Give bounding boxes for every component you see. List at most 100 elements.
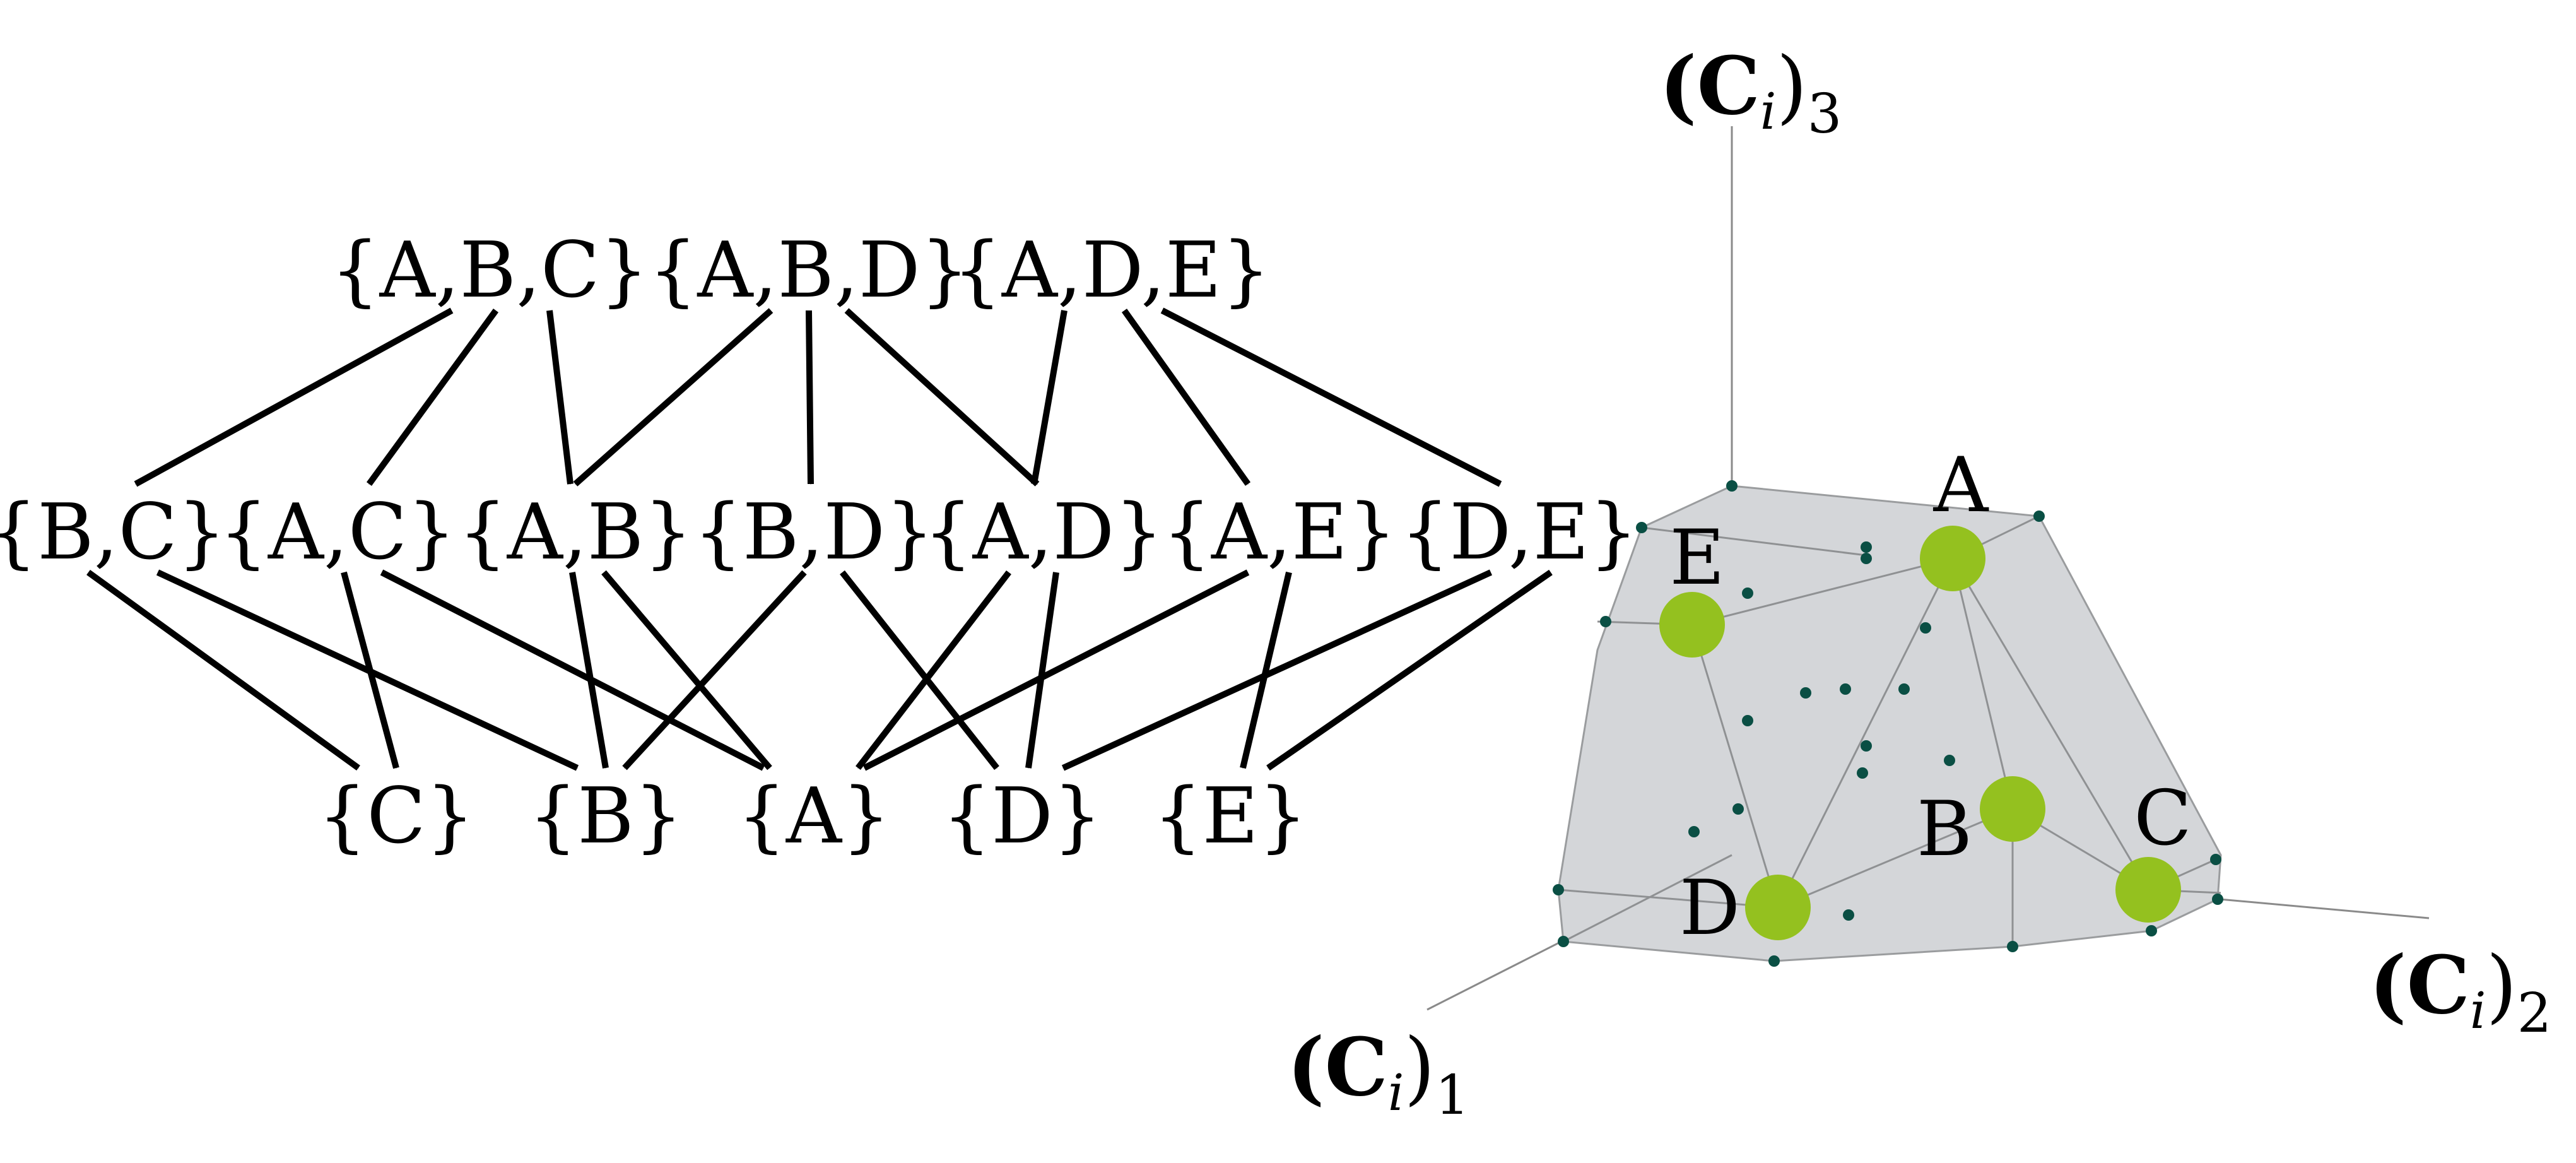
- vertex-a-marker: [1920, 526, 1985, 591]
- data-point: [1768, 955, 1780, 967]
- data-point: [1920, 622, 1931, 634]
- data-point: [2210, 854, 2221, 865]
- lattice-arrow-abc-to-bc: [134, 307, 454, 487]
- vertex-b-label: B: [1917, 786, 1972, 873]
- axis-3-label: (Ci)3: [1659, 39, 1842, 146]
- axis-1-label-close: ): [1404, 1021, 1435, 1114]
- set-node-bc: {B,C}: [0, 487, 226, 577]
- hull-edge: [1951, 558, 2014, 810]
- data-point: [1857, 767, 1868, 779]
- lattice-arrow-abd-to-bd: [806, 310, 814, 485]
- lattice-arrow-ad-to-d: [1025, 572, 1059, 769]
- data-point: [1800, 687, 1811, 699]
- set-node-de: {D,E}: [1401, 487, 1638, 577]
- axis-2-label-sub: i: [2470, 981, 2486, 1040]
- lattice-arrow-bd-to-d: [840, 570, 999, 770]
- set-node-b: {B}: [529, 771, 683, 861]
- vertex-e-label: E: [1669, 514, 1725, 602]
- data-point: [1558, 936, 1569, 947]
- lattice-arrow-de-to-d: [1061, 569, 1493, 771]
- data-point: [1726, 480, 1738, 492]
- convex-hull-3d-plot: A E B C D (Ci)3 (Ci)2 (Ci)1: [1287, 39, 2551, 1127]
- lattice-arrow-ae-to-a: [862, 569, 1250, 771]
- set-node-ac: {A,C}: [219, 487, 456, 577]
- axis-2-label-index: 2: [2517, 982, 2552, 1045]
- lattice-arrow-ab-to-a: [601, 570, 772, 770]
- axis-2-label-base: (C: [2369, 938, 2470, 1032]
- lattice-arrow-ad-to-a: [856, 570, 1011, 770]
- vertex-e-marker: [1659, 592, 1725, 658]
- set-node-ab: {A,B}: [458, 487, 693, 577]
- data-point: [1944, 755, 1955, 766]
- data-point: [1861, 541, 1872, 553]
- data-point: [1898, 683, 1910, 695]
- lattice-arrow-ade-to-ad: [1031, 310, 1067, 485]
- hull-edge: [1691, 557, 1953, 626]
- hull-edge: [1641, 526, 1867, 557]
- set-node-a: {A}: [737, 771, 890, 861]
- set-node-c: {C}: [318, 771, 475, 861]
- data-point: [1742, 587, 1753, 599]
- vertex-b-marker: [1980, 776, 2045, 842]
- data-point: [1843, 909, 1854, 921]
- axis-2-label-close: ): [2486, 939, 2517, 1032]
- axis-3-label-sub: i: [1760, 82, 1777, 141]
- axis-1-label-sub: i: [1388, 1063, 1404, 1122]
- data-point: [1600, 616, 1611, 627]
- lattice-arrow-ac-to-a: [380, 569, 765, 771]
- lattice-arrow-abd-to-ad: [844, 308, 1040, 487]
- axis-3-label-index: 3: [1808, 83, 1842, 146]
- lattice-arrow-bd-to-b: [622, 570, 807, 770]
- data-point: [2007, 941, 2018, 952]
- lattice-arrow-ade-to-de: [1160, 307, 1502, 487]
- data-point: [1742, 715, 1753, 726]
- set-node-ae: {A,E}: [1162, 487, 1396, 577]
- set-node-ad: {A,D}: [924, 487, 1163, 577]
- set-node-e: {E}: [1153, 771, 1307, 861]
- data-point: [2212, 894, 2223, 905]
- axis-2-label: (Ci)2: [2369, 938, 2551, 1045]
- set-node-abc: {A,B,C}: [331, 225, 649, 315]
- lattice-arrow-abc-to-ac: [366, 309, 499, 486]
- lattice-arrow-bc-to-c: [86, 569, 360, 771]
- lattice-arrow-de-to-e: [1266, 569, 1553, 771]
- data-point: [1861, 553, 1872, 564]
- data-point: [1688, 826, 1700, 837]
- vertex-c-label: C: [2134, 775, 2192, 863]
- axis-1-label-index: 1: [1435, 1064, 1470, 1127]
- vertex-a-label: A: [1933, 442, 1989, 529]
- set-node-bd: {B,D}: [693, 487, 934, 577]
- data-point: [1861, 740, 1872, 752]
- data-point: [1636, 522, 1647, 533]
- hull-edge: [1777, 808, 2013, 909]
- lattice-arrow-abd-to-ab: [573, 308, 773, 487]
- data-points: [1553, 480, 2223, 967]
- data-point: [1553, 884, 1564, 895]
- lattice-arrow-abc-to-ab: [546, 310, 573, 485]
- set-node-abd: {A,B,D}: [649, 225, 969, 315]
- axis-3-label-base: (C: [1659, 39, 1760, 133]
- data-point: [2146, 925, 2157, 936]
- lattice-arrow-ae-to-e: [1240, 571, 1292, 769]
- vertex-d-marker: [1745, 875, 1811, 940]
- subset-lattice-diagram: {A,B,C} {A,B,D} {A,D,E} {B,C} {A,C} {A,B…: [0, 225, 1638, 861]
- set-node-d: {D}: [942, 771, 1102, 861]
- data-point: [1732, 803, 1744, 815]
- hull-edge: [1563, 854, 1732, 943]
- axis-1-label: (Ci)1: [1287, 1020, 1469, 1127]
- axis-3-label-close: ): [1777, 40, 1808, 133]
- convex-hull-surface: [1557, 485, 2222, 962]
- set-node-ade: {A,D,E}: [953, 225, 1270, 315]
- lattice-arrow-ac-to-c: [341, 571, 399, 769]
- vertex-d-label: D: [1679, 865, 1740, 952]
- lattice-arrow-ab-to-b: [569, 572, 609, 769]
- hull-edge: [1777, 558, 1954, 908]
- data-point: [2033, 511, 2045, 522]
- data-point: [1840, 683, 1851, 695]
- lattice-arrow-ade-to-ae: [1121, 309, 1251, 486]
- axis-1-label-base: (C: [1287, 1020, 1388, 1114]
- hull-edge: [1558, 888, 1779, 909]
- vertex-c-marker: [2115, 857, 2181, 923]
- hull-edge: [1691, 624, 1779, 908]
